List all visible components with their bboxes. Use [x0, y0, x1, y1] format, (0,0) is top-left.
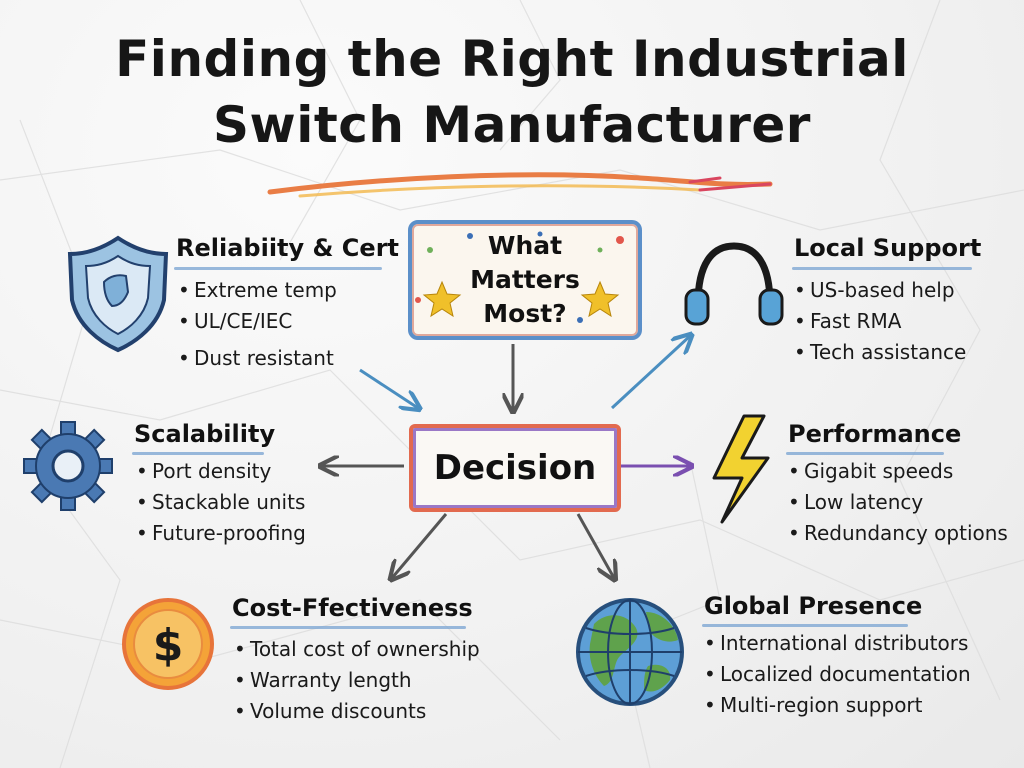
scalability-heading: Scalability	[134, 420, 276, 448]
list-item: •Stackable units	[136, 490, 306, 514]
list-item: •Tech assistance	[794, 340, 967, 364]
cost-underline	[230, 626, 466, 629]
list-item: •Gigabit speeds	[788, 459, 954, 483]
arrow-decision-to-cost	[392, 513, 448, 578]
reliability-list: •Extreme temp •UL/CE/IEC •Dust resistant	[178, 275, 337, 374]
reliability-heading: Reliabiity & Cert	[176, 234, 399, 262]
decision-box: Decision	[409, 424, 621, 512]
arrow-decision-to-support	[610, 336, 690, 410]
list-item: •International distributors	[704, 631, 969, 655]
decision-label: Decision	[433, 448, 597, 488]
svg-text:$: $	[153, 620, 184, 671]
list-item: •Port density	[136, 459, 272, 483]
local-support-underline	[792, 267, 972, 270]
star-icon	[422, 280, 620, 318]
list-item: •Extreme temp	[178, 278, 337, 302]
list-item: •Warranty length	[234, 668, 412, 692]
list-item: •UL/CE/IEC	[178, 309, 293, 333]
dollar-coin-icon: $	[122, 598, 214, 690]
performance-list: •Gigabit speeds •Low latency •Redundancy…	[788, 456, 1008, 549]
what-matters-label: What Matters Most?	[470, 231, 580, 328]
shield-icon	[67, 235, 169, 353]
page-title-line-1: Finding the Right Industrial	[115, 30, 909, 88]
global-underline	[702, 624, 908, 627]
scalability-underline	[132, 452, 264, 455]
performance-heading: Performance	[788, 420, 962, 448]
gear-icon	[23, 421, 113, 511]
cost-list: •Total cost of ownership •Warranty lengt…	[234, 634, 480, 727]
local-support-heading: Local Support	[794, 234, 982, 262]
cost-heading: Cost-Ffectiveness	[232, 594, 473, 622]
list-item: •Volume discounts	[234, 699, 427, 723]
local-support-list: •US-based help •Fast RMA •Tech assistanc…	[794, 275, 966, 368]
global-list: •International distributors •Localized d…	[704, 628, 971, 721]
globe-icon	[576, 598, 684, 706]
list-item: •Low latency	[788, 490, 924, 514]
list-item: •Multi-region support	[704, 693, 923, 717]
arrow-decision-to-global	[576, 513, 614, 578]
list-item: •Redundancy options	[788, 521, 1008, 545]
performance-underline	[786, 452, 944, 455]
reliability-underline	[174, 267, 382, 270]
global-heading: Global Presence	[704, 592, 923, 620]
list-item: •Fast RMA	[794, 309, 902, 333]
list-item: •Localized documentation	[704, 662, 971, 686]
list-item: •Total cost of ownership	[234, 637, 480, 661]
arrow-reliability-to-decision	[359, 368, 418, 408]
lightning-bolt-icon	[712, 414, 770, 524]
what-matters-box: What Matters Most?	[408, 220, 642, 340]
list-item: •Future-proofing	[136, 521, 306, 545]
headphones-icon	[684, 242, 784, 326]
page-title-line-2: Switch Manufacturer	[213, 96, 811, 154]
list-item: •Dust resistant	[178, 346, 334, 370]
list-item: •US-based help	[794, 278, 955, 302]
scalability-list: •Port density •Stackable units •Future-p…	[136, 456, 306, 549]
